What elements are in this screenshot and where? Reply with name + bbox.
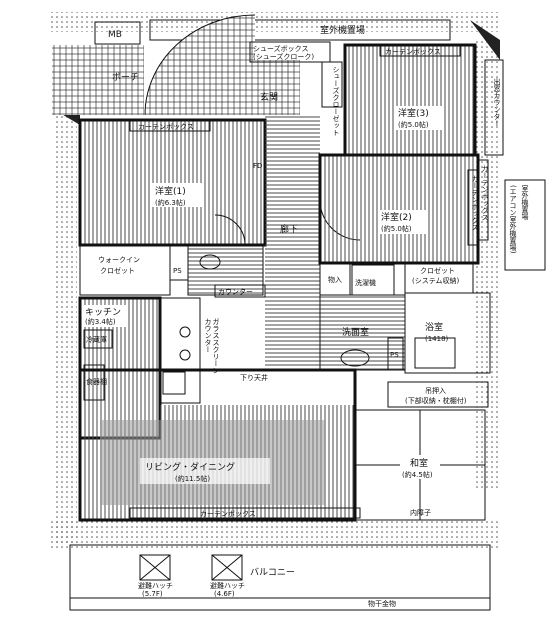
room-1: カーテンボックス 洋室(1) (約6.3帖) <box>78 118 267 247</box>
hatch1-size: (5.7F) <box>142 590 163 598</box>
shoe-closet-vertical: シューズクローゼット <box>332 66 340 136</box>
room1-name: 洋室(1) <box>155 185 186 197</box>
kitchen-name: キッチン <box>85 307 121 318</box>
cabinet-label: 食器棚 <box>86 377 107 386</box>
ps-label: PS <box>173 267 182 275</box>
entrance: 玄関 <box>144 14 300 116</box>
outdoor-unit-top-label: 室外機置場 <box>320 24 365 36</box>
structure <box>50 10 500 550</box>
washroom-bath: 洗面室 PS 浴室 (1418) <box>319 292 491 374</box>
room3-area: (約5.0帖) <box>398 120 429 129</box>
room2-area: (約5.0帖) <box>381 224 412 233</box>
oshiire: 吊押入 (下部収納・枕棚付) <box>387 381 489 408</box>
walkin-closet: ウォークイン クロゼット PS <box>79 244 189 296</box>
counter-glass-label: カウンター <box>204 318 212 353</box>
living-dining: 下り天井 リビング・ダイニング (約11.5帖) <box>78 368 357 522</box>
porch: ポーチ <box>52 45 144 115</box>
meter-box: MB <box>94 21 141 45</box>
shoe-box-label: シューズボックス <box>253 44 308 53</box>
balcony-label: バルコニー <box>250 567 295 578</box>
curtain-box-bottom: カーテンボックス <box>129 507 361 519</box>
walkin-label-2: クロゼット <box>100 266 135 275</box>
entrance-label: 玄関 <box>260 91 278 103</box>
oshiire-sub: (下部収納・枕棚付) <box>405 396 467 405</box>
bath-size: (1418) <box>425 335 449 343</box>
mb-label: MB <box>108 30 122 40</box>
room-3: カーテンボックス 洋室(3) (約5.0帖) <box>343 43 477 157</box>
oshiire-label: 吊押入 <box>425 386 446 395</box>
hatch2-size: (4.6F) <box>214 590 235 598</box>
closet-system-sub: (システム収納) <box>412 276 460 285</box>
balcony: バルコニー 避難ハッチ (5.7F) 避難ハッチ (4.6F) 物干金物 <box>69 544 491 611</box>
hallway: 廊下 FD <box>253 115 361 370</box>
inner-rail-label: 内障子 <box>410 508 431 517</box>
outdoor-unit-top: 室外機置場 <box>149 19 451 41</box>
closet-system-label: クロゼット <box>420 266 455 275</box>
utility: 物入 洗濯機 クロゼット (システム収納) <box>319 262 474 296</box>
railing-label: 物干金物 <box>368 599 396 608</box>
lower-wall-label: 下り天井 <box>240 373 268 382</box>
curtain-box-right-b: カーテンボックス <box>471 175 479 231</box>
storage-label: 物入 <box>328 275 342 284</box>
curtain-box-room1: カーテンボックス <box>138 123 194 131</box>
walkin-label: ウォークイン <box>98 256 140 264</box>
living-area: (約11.5帖) <box>175 474 210 483</box>
room1-area: (約6.3帖) <box>155 198 186 207</box>
outdoor-unit-right: 室外機置場 (エアコン室外機置場) <box>504 179 546 271</box>
curtain-box-top-right: カーテンボックス <box>385 48 441 56</box>
washing-label: 洗濯機 <box>355 278 376 287</box>
washroom-label: 洗面室 <box>342 326 369 338</box>
counter-label: カウンター <box>218 287 253 296</box>
door-fd: FD <box>253 162 262 170</box>
counter-glass-label-2: ガラススクリーン <box>212 318 220 374</box>
outdoor-unit-right-sub: (エアコン室外機置場) <box>509 185 517 254</box>
toilet: カウンター <box>187 244 266 298</box>
bath-name: 浴室 <box>425 321 443 333</box>
pantry-label: 冷蔵庫 <box>86 335 107 344</box>
hatch2-label: 避難ハッチ <box>210 581 245 590</box>
hallway-label: 廊下 <box>280 223 298 235</box>
hatch1-label: 避難ハッチ <box>138 581 173 590</box>
porch-label: ポーチ <box>112 72 139 83</box>
kitchen-area: (約3.4帖) <box>85 317 116 326</box>
washitsu: 和室 (約4.5帖) 内障子 <box>354 409 486 521</box>
shoe-box-sub: (シューズクローク) <box>253 52 314 61</box>
washitsu-name: 和室 <box>410 457 428 469</box>
curtain-box-bottom-label: カーテンボックス <box>200 510 256 518</box>
curtain-box-right-a: カーテンボックス <box>481 165 489 221</box>
living-name: リビング・ダイニング <box>145 461 235 473</box>
shoe-box: シューズボックス (シューズクローク) シューズクローゼット <box>249 41 343 136</box>
room2-name: 洋室(2) <box>381 211 412 223</box>
bay-counter-label: 出窓カウンター <box>493 77 501 127</box>
room-2: 洋室(2) (約5.0帖) カーテンボックス <box>318 153 480 265</box>
outdoor-unit-right-label: 室外機置場 <box>521 184 529 221</box>
washitsu-area: (約4.5帖) <box>402 470 433 479</box>
ps2-label: PS <box>390 351 399 359</box>
room3-name: 洋室(3) <box>398 107 429 119</box>
